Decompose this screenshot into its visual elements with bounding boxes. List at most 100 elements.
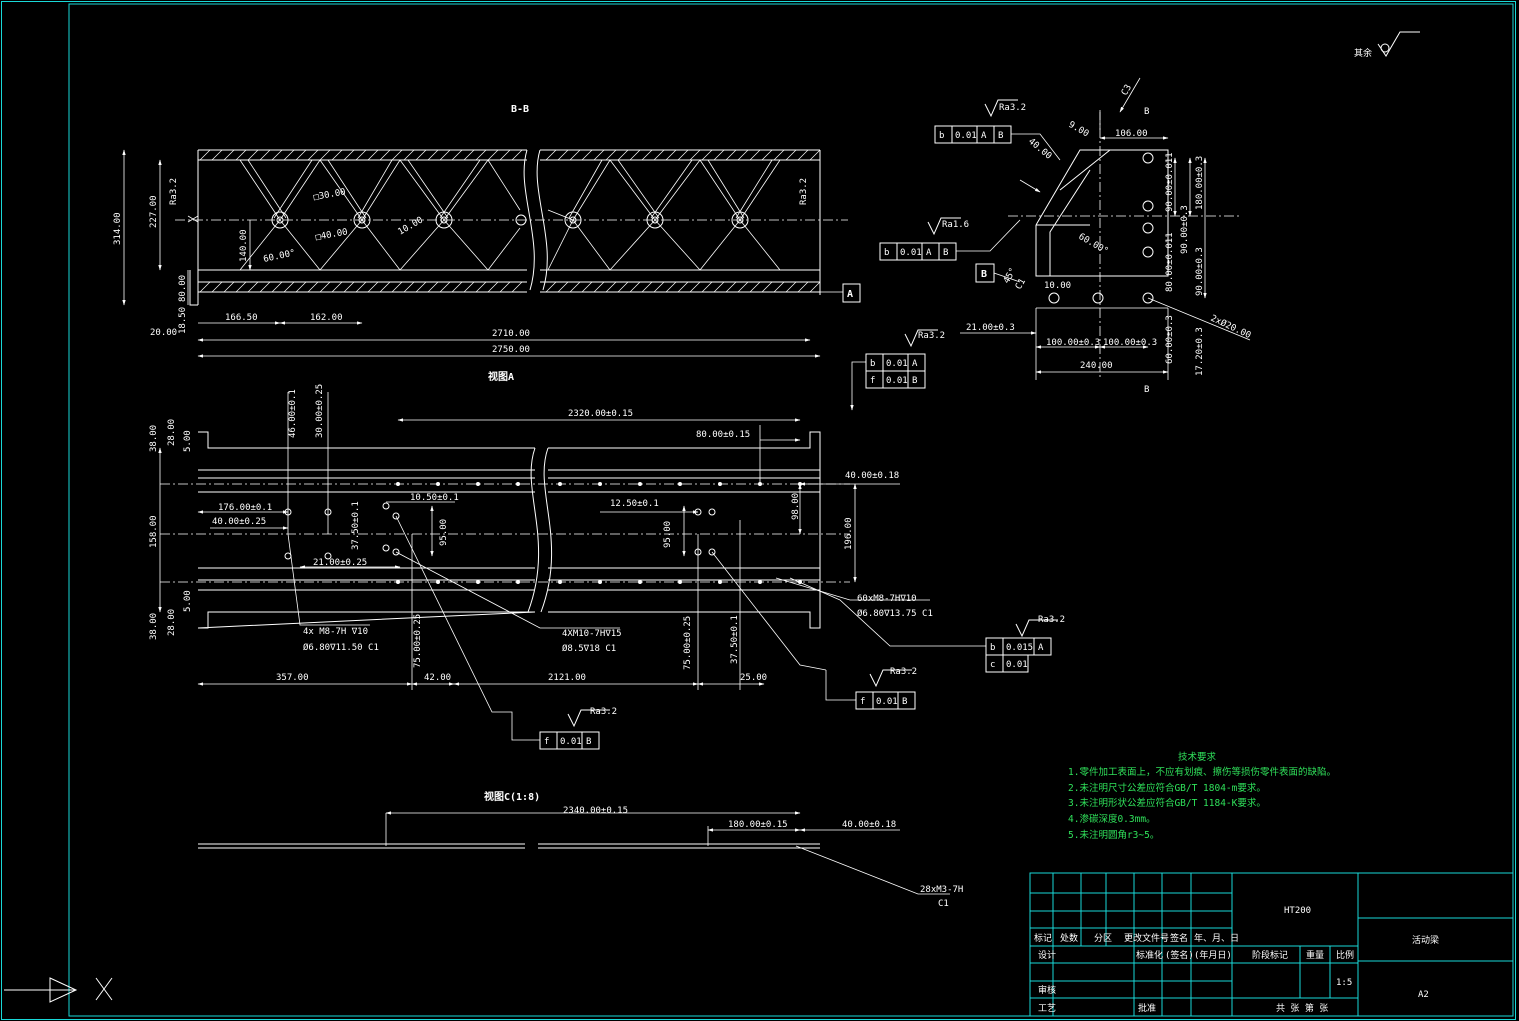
plan-tapped-holes bbox=[284, 502, 716, 560]
roughness-other-symbol: 其余 bbox=[1354, 31, 1420, 59]
svg-text:40.00±0.18: 40.00±0.18 bbox=[842, 820, 896, 830]
svg-text:5.00: 5.00 bbox=[183, 430, 193, 452]
svg-text:37.50±0.1: 37.50±0.1 bbox=[351, 501, 361, 550]
svg-text:38.00: 38.00 bbox=[149, 425, 159, 452]
svg-text:比例: 比例 bbox=[1336, 949, 1354, 961]
note-5: 5.未注明圆角r3~5。 bbox=[1068, 829, 1159, 841]
svg-text:60.00°: 60.00° bbox=[263, 248, 297, 265]
svg-text:357.00: 357.00 bbox=[276, 673, 309, 683]
svg-text:B: B bbox=[912, 376, 917, 386]
note-3: 3.未注明形状公差应符合GB/T 1184-K要求。 bbox=[1068, 797, 1266, 809]
fcf-3: b 0.01 A f 0.01 B Ra3.2 bbox=[850, 329, 945, 411]
svg-text:0.01: 0.01 bbox=[955, 131, 977, 141]
svg-text:196.00: 196.00 bbox=[844, 517, 854, 550]
fcf-2: b 0.01 A B Ra1.6 bbox=[879, 217, 1021, 261]
section-view: B-B bbox=[113, 104, 861, 383]
svg-text:Ra3.2: Ra3.2 bbox=[890, 667, 917, 677]
svg-text:Ø6.80∇11.50 C1: Ø6.80∇11.50 C1 bbox=[303, 642, 379, 653]
svg-text:C1: C1 bbox=[938, 899, 949, 909]
fcf-6: f 0.01 B Ra3.2 bbox=[395, 515, 617, 750]
svg-text:0.01: 0.01 bbox=[876, 697, 898, 707]
svg-text:90.00±0.3: 90.00±0.3 bbox=[1180, 205, 1190, 254]
svg-text:314.00: 314.00 bbox=[113, 212, 123, 245]
svg-text:更改文件号: 更改文件号 bbox=[1124, 932, 1169, 944]
svg-text:b: b bbox=[939, 131, 944, 141]
svg-text:(签名): (签名) bbox=[1165, 949, 1194, 961]
svg-text:0.01: 0.01 bbox=[560, 737, 582, 747]
svg-text:17.20±0.3: 17.20±0.3 bbox=[1195, 327, 1205, 376]
svg-text:Ø6.80∇13.75 C1: Ø6.80∇13.75 C1 bbox=[857, 608, 933, 619]
svg-text:25.00: 25.00 bbox=[740, 673, 767, 683]
svg-text:A: A bbox=[847, 289, 853, 300]
svg-text:b: b bbox=[884, 248, 889, 258]
svg-text:106.00: 106.00 bbox=[1115, 129, 1148, 139]
svg-text:分区: 分区 bbox=[1094, 933, 1112, 944]
svg-text:10.00: 10.00 bbox=[397, 215, 425, 237]
svg-text:C3: C3 bbox=[1120, 83, 1134, 97]
side-holes bbox=[1048, 152, 1154, 304]
svg-text:40.00±0.18: 40.00±0.18 bbox=[845, 471, 899, 481]
svg-text:0.01: 0.01 bbox=[886, 359, 908, 369]
svg-text:80.00±0.011: 80.00±0.011 bbox=[1165, 232, 1175, 292]
note-2: 2.未注明尺寸公差应符合GB/T 1804-m要求。 bbox=[1068, 782, 1266, 794]
svg-text:80.00: 80.00 bbox=[178, 275, 188, 302]
svg-text:2340.00±0.15: 2340.00±0.15 bbox=[563, 806, 628, 816]
svg-text:A2: A2 bbox=[1418, 990, 1429, 1000]
svg-text:40.00±0.25: 40.00±0.25 bbox=[212, 517, 266, 527]
svg-text:90.00±0.3: 90.00±0.3 bbox=[1195, 247, 1205, 296]
svg-text:4x M8-7H ∇10: 4x M8-7H ∇10 bbox=[303, 627, 368, 637]
note-1: 1.零件加工表面上，不应有划痕、擦伤等损伤零件表面的缺陷。 bbox=[1068, 766, 1336, 778]
svg-text:180.00±0.15: 180.00±0.15 bbox=[728, 820, 788, 830]
svg-text:2320.00±0.15: 2320.00±0.15 bbox=[568, 409, 633, 419]
svg-text:240.00: 240.00 bbox=[1080, 361, 1113, 371]
svg-text:签名: 签名 bbox=[1170, 932, 1188, 944]
view-c-label: 视图C(1:8) bbox=[484, 790, 540, 803]
part-name-text: 活动梁 bbox=[1412, 934, 1439, 946]
svg-text:40.00: 40.00 bbox=[1026, 137, 1053, 162]
svg-text:标准化: 标准化 bbox=[1136, 949, 1163, 961]
svg-text:42.00: 42.00 bbox=[424, 673, 451, 683]
svg-text:0.01: 0.01 bbox=[886, 376, 908, 386]
svg-text:Ra3.2: Ra3.2 bbox=[590, 707, 617, 717]
fcf-1: b 0.01 A B Ra3.2 bbox=[934, 99, 1061, 161]
svg-text:20.00: 20.00 bbox=[150, 328, 177, 338]
svg-text:批准: 批准 bbox=[1138, 1002, 1156, 1014]
notes-title: 技术要求 bbox=[1178, 751, 1217, 763]
datum-b-box: B bbox=[975, 263, 1021, 283]
svg-text:28.00: 28.00 bbox=[167, 609, 177, 636]
svg-text:f: f bbox=[544, 737, 549, 747]
svg-text:180.00±0.3: 180.00±0.3 bbox=[1195, 156, 1205, 210]
technical-notes: 技术要求 1.零件加工表面上，不应有划痕、擦伤等损伤零件表面的缺陷。 2.未注明… bbox=[1068, 751, 1336, 841]
svg-text:b: b bbox=[870, 359, 875, 369]
svg-text:18.50: 18.50 bbox=[178, 307, 188, 334]
svg-text:28xM3-7H: 28xM3-7H bbox=[920, 885, 963, 895]
svg-text:2710.00: 2710.00 bbox=[492, 329, 530, 339]
svg-text:46.00±0.1: 46.00±0.1 bbox=[288, 389, 298, 438]
svg-text:9.00: 9.00 bbox=[1067, 120, 1091, 140]
strip-view: 视图C(1:8) 2340.00±0.15 180.00±0.15 40.00±… bbox=[198, 790, 963, 909]
svg-text:B: B bbox=[1144, 385, 1149, 395]
section-dimensions: 314.00 227.00 140.00 80.00 18.50 20.00 1… bbox=[113, 149, 821, 358]
svg-text:c: c bbox=[990, 660, 995, 670]
svg-text:Ra3.2: Ra3.2 bbox=[799, 178, 809, 205]
svg-text:140.00: 140.00 bbox=[239, 229, 249, 262]
svg-text:工艺: 工艺 bbox=[1038, 1003, 1056, 1014]
svg-text:0.01: 0.01 bbox=[900, 248, 922, 258]
svg-text:f: f bbox=[860, 697, 865, 707]
svg-text:A: A bbox=[912, 359, 918, 369]
svg-text:227.00: 227.00 bbox=[149, 195, 159, 228]
svg-text:28.00: 28.00 bbox=[167, 419, 177, 446]
svg-text:10.00: 10.00 bbox=[1044, 281, 1071, 291]
svg-text:年、月、日: 年、月、日 bbox=[1194, 932, 1239, 944]
plan-dimensions: 2320.00±0.15 80.00±0.15 40.00±0.18 38.00… bbox=[149, 384, 900, 690]
svg-text:b: b bbox=[990, 643, 995, 653]
svg-text:A: A bbox=[1038, 643, 1044, 653]
svg-text:12.50±0.1: 12.50±0.1 bbox=[610, 499, 659, 509]
svg-text:100.00±0.3: 100.00±0.3 bbox=[1103, 338, 1157, 348]
svg-text:C1: C1 bbox=[1014, 277, 1028, 291]
svg-text:100.00±0.3: 100.00±0.3 bbox=[1046, 338, 1100, 348]
svg-text:60xM8-7H∇10: 60xM8-7H∇10 bbox=[857, 594, 917, 604]
svg-text:标记: 标记 bbox=[1034, 932, 1052, 944]
